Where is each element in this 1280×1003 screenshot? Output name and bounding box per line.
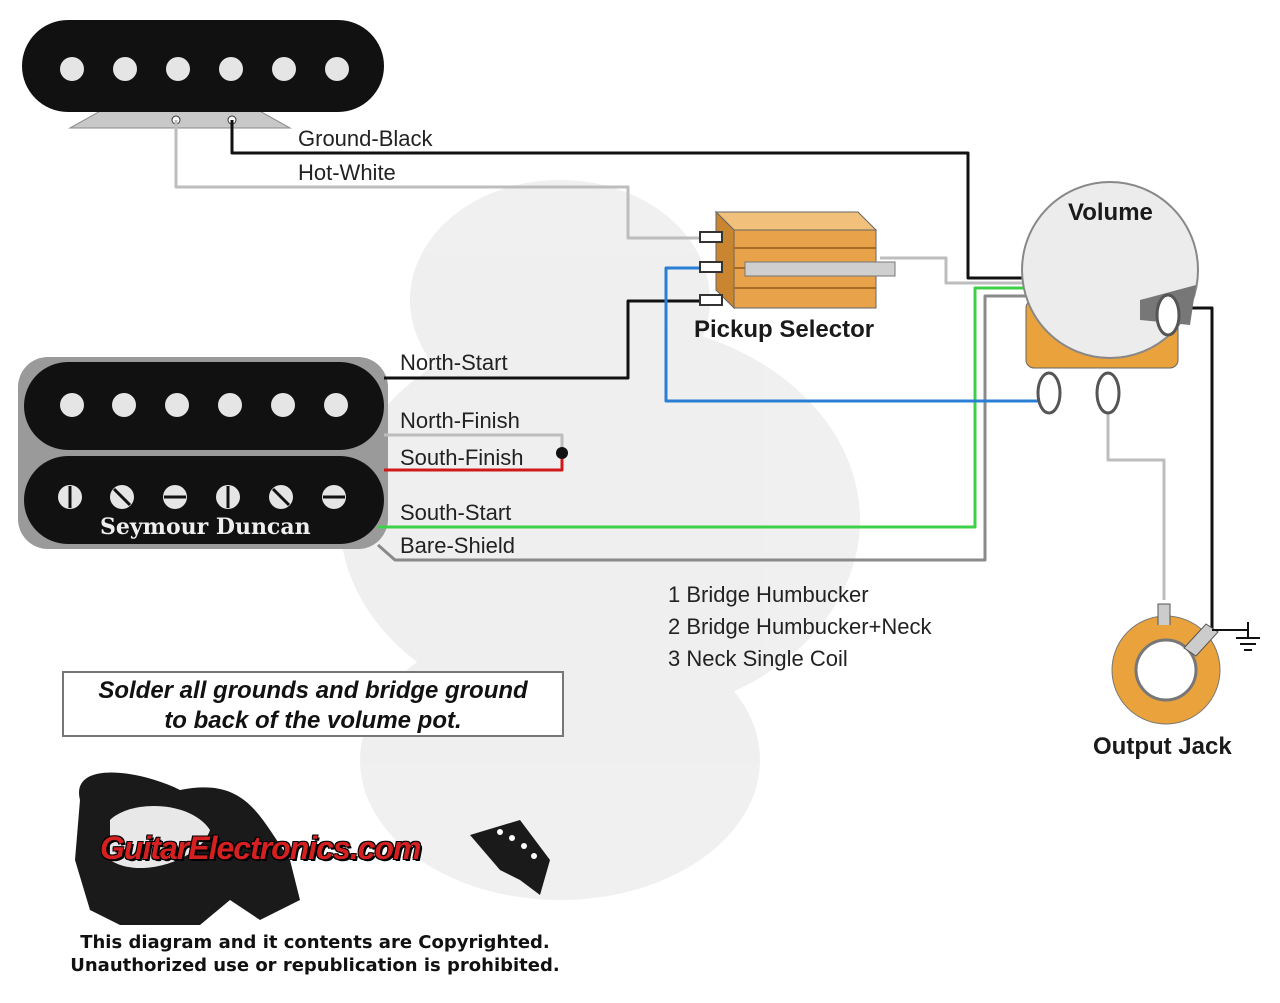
pickup-selector-switch — [699, 210, 896, 310]
switch-position-1: 1 Bridge Humbucker — [668, 582, 869, 607]
north-coil-poles — [60, 393, 348, 417]
guitar-electronics-logo-text: GuitarElectronics.com — [100, 830, 421, 866]
pole-pieces — [60, 57, 349, 81]
splice-junction — [556, 447, 568, 459]
ground-black-label: Ground-Black — [298, 126, 433, 151]
output-jack-label: Output Jack — [1093, 733, 1232, 760]
south-start-label: South-Start — [400, 500, 512, 525]
selector-to-volume-wire — [880, 256, 1040, 285]
jack-tip-wire — [1106, 410, 1166, 600]
switch-position-3: 3 Neck Single Coil — [668, 646, 848, 671]
north-start-label: North-Start — [400, 350, 508, 375]
volume-label: Volume — [1068, 199, 1153, 226]
hot-white-wire — [174, 120, 700, 240]
copyright-line-1: This diagram and it contents are Copyrig… — [80, 932, 550, 953]
south-finish-label: South-Finish — [400, 445, 524, 470]
volume-pot — [1021, 181, 1199, 415]
pickup-selector-label: Pickup Selector — [694, 316, 875, 343]
bare-shield-label: Bare-Shield — [400, 533, 515, 558]
south-coil-screws — [58, 485, 346, 509]
solder-note-line-2: to back of the volume pot. — [164, 707, 462, 734]
ground-to-jack-wire — [1182, 306, 1214, 630]
copyright-line-2: Unauthorized use or republication is pro… — [70, 955, 560, 976]
blue-selector-wire — [664, 266, 1040, 403]
humbucker-brand-label: Seymour Duncan — [100, 514, 311, 540]
solder-note-box: Solder all grounds and bridge ground to … — [62, 671, 564, 737]
ground-symbol — [1212, 622, 1260, 651]
switch-position-2: 2 Bridge Humbucker+Neck — [668, 614, 932, 639]
bridge-humbucker-pickup — [18, 357, 388, 549]
guitar-electronics-logo-graphic — [75, 772, 550, 925]
output-jack — [1111, 603, 1221, 725]
hot-white-label: Hot-White — [298, 160, 396, 185]
solder-note-line-1: Solder all grounds and bridge ground — [98, 677, 528, 704]
north-finish-label: North-Finish — [400, 408, 520, 433]
north-start-wire — [384, 299, 700, 380]
neck-single-coil-pickup — [22, 20, 384, 129]
